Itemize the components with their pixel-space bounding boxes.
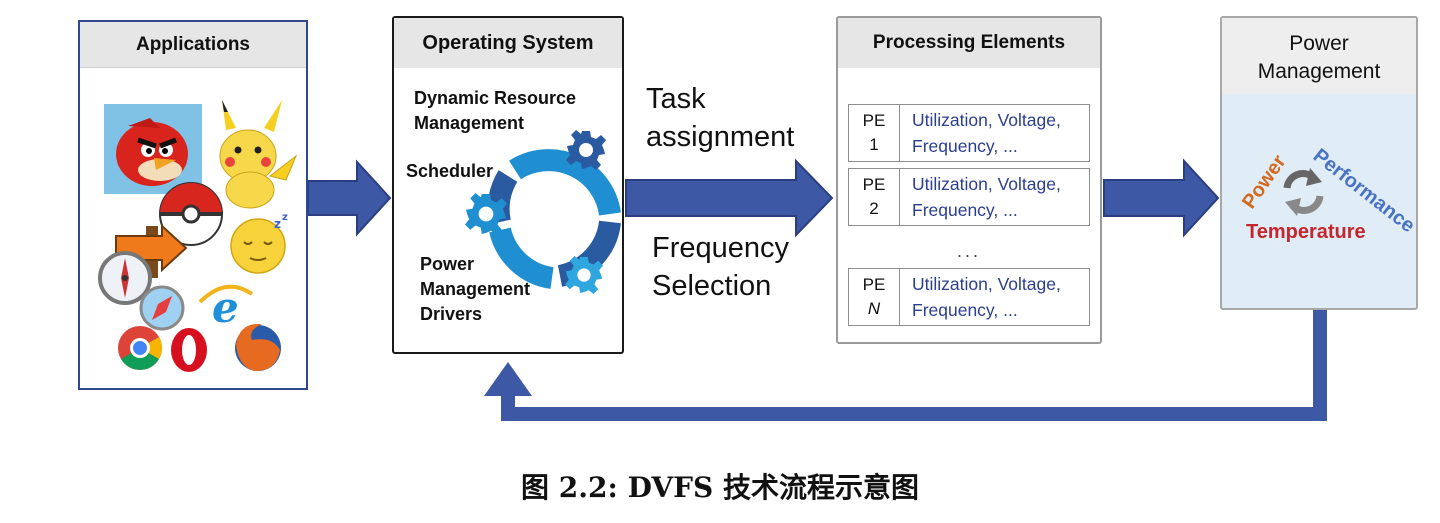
opera-icon: [171, 328, 207, 372]
pe-id-label: PE: [862, 175, 886, 194]
svg-text:z: z: [274, 217, 281, 231]
processing-elements-title: Processing Elements: [838, 18, 1100, 68]
power-management-drivers-label: Power Management Drivers: [420, 252, 530, 327]
pe-id-number: 1: [869, 135, 879, 154]
frequency-selection-label: Frequency Selection: [652, 229, 789, 305]
sleepy-face-icon: z z: [230, 212, 288, 274]
frequency-selection-line-1: Frequency: [652, 232, 790, 264]
applications-title: Applications: [80, 22, 306, 68]
processing-elements-box: Processing Elements PE 1 Utilization, Vo…: [836, 16, 1102, 344]
pe-id: PE 1: [849, 105, 900, 161]
pe-metrics-line-2: Frequency, ...: [912, 136, 1018, 156]
internet-explorer-icon: e: [198, 283, 254, 332]
pe-id: PE 2: [849, 169, 900, 225]
gear-left-icon: [465, 193, 507, 235]
figure-caption: 图 2.2: DVFS 技术流程示意图: [521, 471, 919, 504]
safari-icon: [139, 285, 185, 331]
chrome-icon: [118, 326, 162, 370]
pokeball-icon: [159, 182, 223, 246]
drm-line-2: Management: [414, 113, 525, 133]
pm-title-line-1: Power: [1289, 32, 1349, 55]
task-assignment-line-2: assignment: [646, 121, 795, 153]
firefox-icon: [235, 323, 281, 372]
feedback-arrowhead: [484, 362, 532, 396]
pe-metrics: Utilization, Voltage, Frequency, ...: [900, 105, 1061, 161]
pmd-line-2: Management: [420, 279, 531, 299]
pe-metrics-line-1: Utilization, Voltage,: [912, 274, 1061, 294]
pe-metrics-line-1: Utilization, Voltage,: [912, 110, 1061, 130]
pe-row: PE 1 Utilization, Voltage, Frequency, ..…: [848, 104, 1090, 162]
scheduler-label: Scheduler: [406, 161, 494, 181]
drm-line-1: Dynamic Resource: [414, 88, 577, 108]
feedback-loop-arrow: [501, 310, 1327, 421]
pe-row: PE 2 Utilization, Voltage, Frequency, ..…: [848, 168, 1090, 226]
power-management-box: Power Management: [1220, 16, 1418, 310]
arrow-os-to-pe: [625, 158, 834, 238]
task-assignment-line-1: Task: [646, 83, 706, 115]
power-management-title: Power Management: [1222, 18, 1416, 94]
operating-system-title: Operating System: [394, 18, 622, 68]
pe-ellipsis: ...: [956, 241, 981, 261]
pm-power-label: Power: [1238, 151, 1291, 213]
pmd-line-3: Drivers: [420, 304, 483, 324]
pikachu-icon: [219, 100, 298, 209]
pe-id-number: N: [867, 299, 881, 318]
frequency-selection-line-2: Selection: [652, 270, 772, 302]
pe-metrics: Utilization, Voltage, Frequency, ...: [900, 269, 1061, 325]
svg-text:z: z: [282, 212, 288, 223]
gear-ring-icon: [487, 149, 621, 289]
gear-top-icon: [566, 130, 606, 170]
pe-metrics: Utilization, Voltage, Frequency, ...: [900, 169, 1061, 225]
pe-id-number: 2: [869, 199, 879, 218]
pm-title-line-2: Management: [1257, 60, 1381, 83]
pe-metrics-line-2: Frequency, ...: [912, 300, 1018, 320]
task-assignment-label: Task assignment: [646, 80, 794, 156]
compass-icon: [98, 251, 152, 305]
arrow-pe-to-pm: [1103, 158, 1220, 238]
gear-bottom-icon: [565, 256, 603, 294]
pm-temperature-label: Temperature: [1246, 221, 1366, 243]
pe-id-label: PE: [862, 111, 886, 130]
angry-bird-icon: [104, 104, 202, 194]
pe-id: PE N: [849, 269, 900, 325]
pe-metrics-line-1: Utilization, Voltage,: [912, 174, 1061, 194]
arrow-apps-to-os: [307, 159, 392, 237]
refresh-cycle-icon: [1283, 168, 1324, 216]
dynamic-resource-management-label: Dynamic Resource Management: [414, 86, 576, 136]
pe-id-label: PE: [862, 275, 886, 294]
pe-row: PE N Utilization, Voltage, Frequency, ..…: [848, 268, 1090, 326]
pmd-line-1: Power: [420, 254, 475, 274]
pe-metrics-line-2: Frequency, ...: [912, 200, 1018, 220]
